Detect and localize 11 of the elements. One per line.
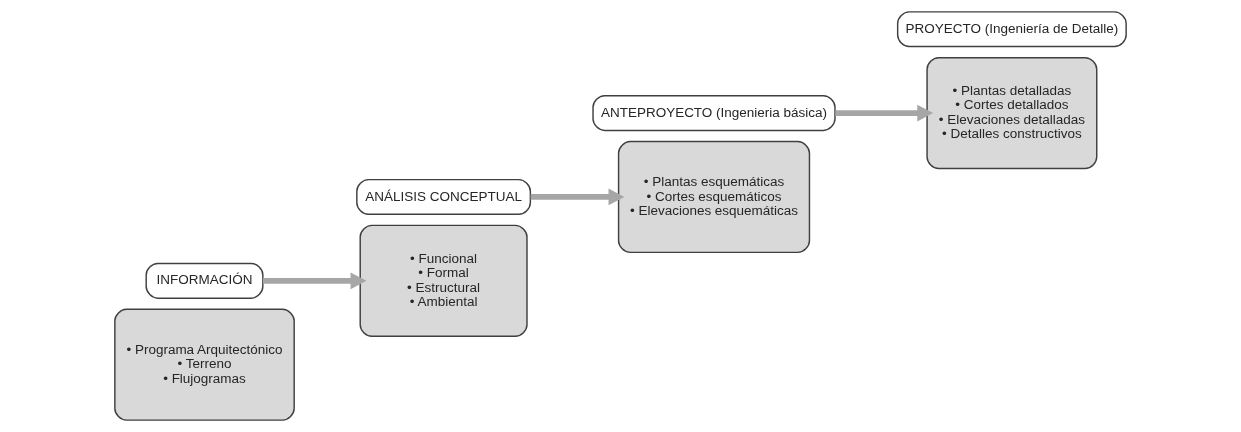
node-box: PROYECTO (Ingeniería de Detalle) [896, 11, 1127, 48]
node-box: • Plantas esquemáticas • Cortes esquemáticos • Elevaciones esquemáticas [617, 140, 811, 254]
node-box: • Funcional • Formal • Estructural • Ambiental [359, 224, 528, 337]
node-box: • Plantas detalladas • Cortes detallados • Elevaciones detalladas • Detalles constructivos [926, 56, 1098, 170]
arrow [530, 188, 625, 206]
arrow [835, 104, 934, 122]
node-box: • Programa Arquitectónico • Terreno • Flujogramas [114, 308, 295, 421]
node-box: ANÁLISIS CONCEPTUAL [356, 178, 532, 216]
arrow [262, 272, 367, 290]
node-box: INFORMACIÓN [145, 262, 264, 299]
node-box: ANTEPROYECTO (Ingenieria básica) [592, 95, 836, 132]
